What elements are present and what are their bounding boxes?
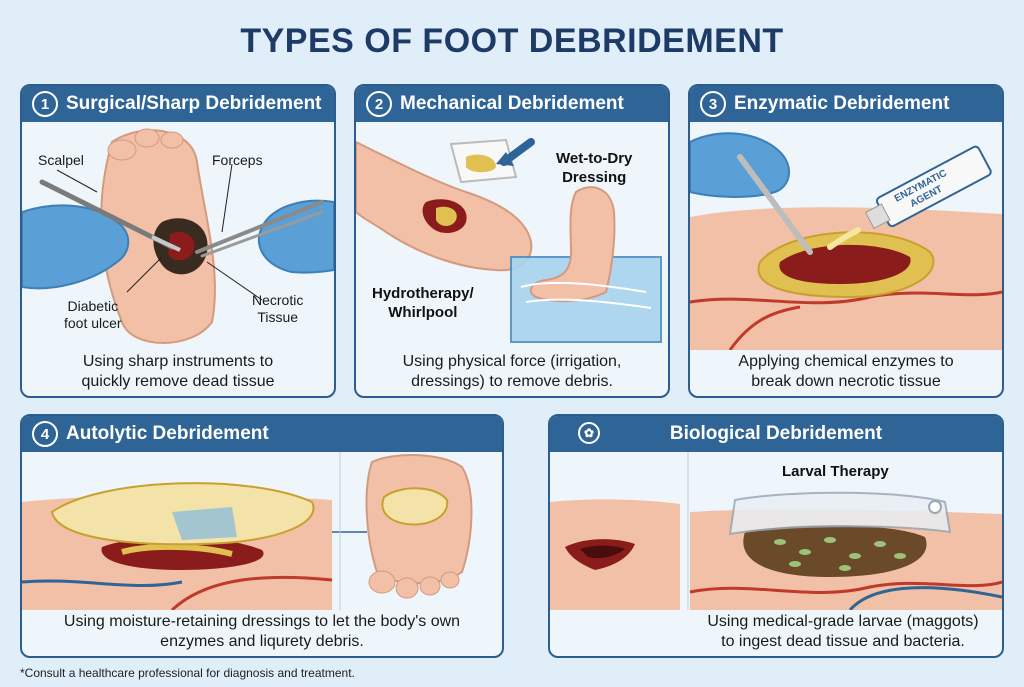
- panel-description: Using physical force (irrigation, dressi…: [402, 353, 622, 390]
- panel-description: Using moisture-retaining dressings to le…: [63, 613, 461, 650]
- panel-header: 3 Enzymatic Debridement: [690, 86, 1002, 122]
- panel-title: Biological Debridement: [669, 423, 883, 444]
- panel-title: Mechanical Debridement: [400, 93, 624, 114]
- panel-title: Autolytic Debridement: [66, 423, 269, 444]
- panel-description: Applying chemical enzymes to break down …: [738, 353, 954, 390]
- panel-title: Surgical/Sharp Debridement: [66, 93, 322, 114]
- panel-title: Enzymatic Debridement: [734, 93, 950, 114]
- step-number: 3: [700, 91, 726, 117]
- panel-mechanical: 2 Mechanical Debridement Wet-to-Dry Dres…: [354, 84, 670, 398]
- label-larval-therapy: Larval Therapy: [782, 463, 889, 480]
- panel-biological: ✿ Biological Debridement: [548, 414, 1004, 658]
- label-ulcer: Diabetic foot ulcer: [64, 298, 122, 331]
- panel-enzymatic: 3 Enzymatic Debridement ENZYMATIC AGENT …: [688, 84, 1004, 398]
- footnote: *Consult a healthcare professional for d…: [20, 666, 355, 680]
- panel-header: 4 Autolytic Debridement: [22, 416, 502, 452]
- panel-header: 1 Surgical/Sharp Debridement: [22, 86, 334, 122]
- panel-header: ✿ Biological Debridement: [550, 416, 1002, 452]
- page-title: TYPES OF FOOT DEBRIDEMENT: [240, 22, 784, 60]
- panel-surgical: 1 Surgical/Sharp Debridement Scalpel For…: [20, 84, 336, 398]
- label-necrotic: Necrotic Tissue: [252, 292, 304, 325]
- surgical-illustration: Scalpel Forceps Diabetic foot ulcer Necr…: [22, 122, 334, 350]
- panel-autolytic: 4 Autolytic Debridement Using moisture-r…: [20, 414, 504, 658]
- panel-header: 2 Mechanical Debridement: [356, 86, 668, 122]
- step-number: 2: [366, 91, 392, 117]
- larva-icon: ✿: [578, 422, 600, 444]
- step-number: 1: [32, 91, 58, 117]
- autolytic-illustration: [22, 452, 502, 610]
- panel-description: Using medical-grade larvae (maggots) to …: [707, 613, 979, 650]
- panel-description: Using sharp instruments to quickly remov…: [81, 353, 275, 390]
- label-wet-to-dry: Wet-to-Dry Dressing: [556, 150, 633, 186]
- label-forceps: Forceps: [212, 152, 263, 168]
- mechanical-illustration: Wet-to-Dry Dressing Hydrotherapy/ Whirlp…: [356, 122, 668, 350]
- step-number: 4: [32, 421, 58, 447]
- label-scalpel: Scalpel: [38, 152, 84, 168]
- biological-illustration: Larval Therapy: [550, 452, 1002, 610]
- label-hydrotherapy: Hydrotherapy/ Whirlpool: [372, 285, 474, 321]
- enzymatic-illustration: ENZYMATIC AGENT: [690, 122, 1002, 350]
